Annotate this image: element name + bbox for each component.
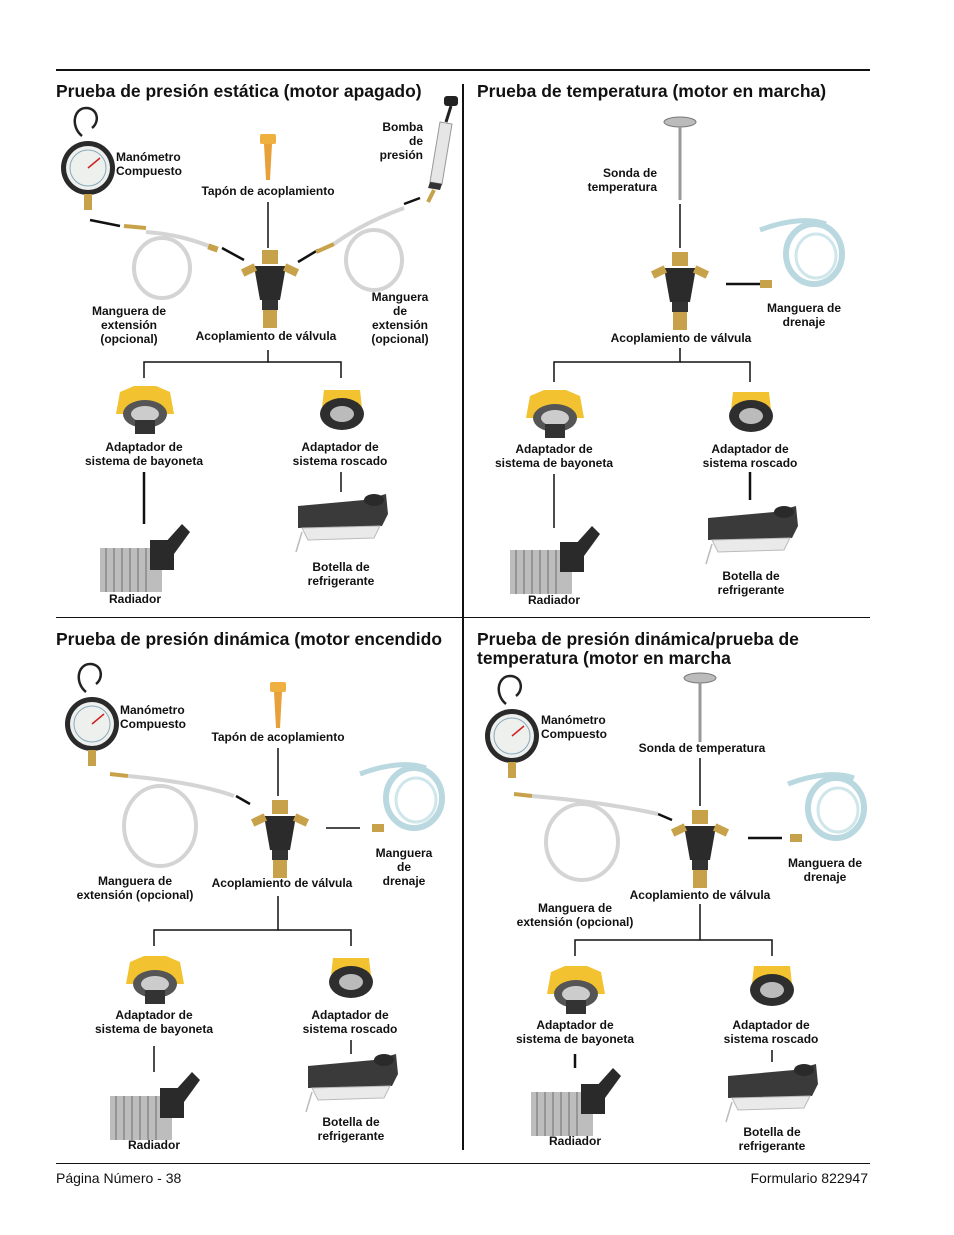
label-probe: Sonda de temperatura <box>638 741 766 755</box>
threaded-adapter-icon <box>729 392 773 432</box>
label-bayonet: Adaptador de sistema de bayoneta <box>94 1008 214 1036</box>
label-cap: Tapón de acoplamiento <box>201 184 335 198</box>
coolant-bottle-icon <box>305 1054 398 1113</box>
radiator-icon <box>110 1072 200 1140</box>
radiator-icon <box>531 1068 621 1136</box>
label-radiator: Radiador <box>527 593 581 607</box>
threaded-adapter-icon <box>750 966 794 1006</box>
radiator-icon <box>100 524 190 592</box>
bayonet-adapter-icon <box>126 956 184 1004</box>
label-threaded: Adaptador de sistema roscado <box>702 442 798 470</box>
label-radiator: Radiador <box>127 1138 181 1152</box>
radiator-icon <box>510 526 600 594</box>
label-threaded: Adaptador de sistema roscado <box>292 440 388 468</box>
label-gauge: Manómetro Compuesto <box>541 713 607 741</box>
drain-hose-icon <box>759 218 845 288</box>
valve-coupler-icon <box>240 250 300 328</box>
label-drain: Manguera de drenaje <box>766 301 842 329</box>
top-rule <box>56 69 870 71</box>
label-drain: Manguera de drenaje <box>375 846 433 888</box>
label-coupler: Acoplamiento de válvula <box>610 331 752 345</box>
label-threaded: Adaptador de sistema roscado <box>723 1018 819 1046</box>
extension-hose-left-icon <box>123 224 219 300</box>
label-bottle: Botella de refrigerante <box>307 560 375 588</box>
label-bayonet: Adaptador de sistema de bayoneta <box>84 440 204 468</box>
section-title-static: Prueba de presión estática (motor apagad… <box>56 81 422 101</box>
bayonet-adapter-icon <box>116 386 174 434</box>
label-probe: Sonda de temperatura <box>587 166 657 194</box>
label-hose-right: Manguera de extensión (opcional) <box>371 290 429 346</box>
coupling-cap-icon <box>270 682 286 728</box>
label-bottle: Botella de refrigerante <box>738 1125 806 1153</box>
label-radiator: Radiador <box>548 1134 602 1148</box>
diagram-dynamic-temp: Manómetro Compuesto Sonda de temperatura… <box>485 672 867 1153</box>
valve-coupler-icon <box>250 800 310 878</box>
label-gauge: Manómetro Compuesto <box>120 703 186 731</box>
extension-hose-icon <box>109 772 235 868</box>
threaded-adapter-icon <box>329 958 373 998</box>
compound-gauge-icon <box>61 106 115 210</box>
section-title-dynamic-temp: Prueba de presión dinámica/prueba de tem… <box>477 629 799 668</box>
label-bottle: Botella de refrigerante <box>317 1115 385 1143</box>
label-cap: Tapón de acoplamiento <box>211 730 345 744</box>
diagram-temperature: Sonda de temperatura Acoplamiento de vál… <box>0 0 954 617</box>
footer-page-number: Página Número - 38 <box>56 1170 182 1186</box>
label-radiator: Radiador <box>108 592 162 606</box>
coolant-bottle-icon <box>295 494 388 553</box>
label-hose: Manguera de extensión (opcional) <box>516 901 634 929</box>
coupling-cap-icon <box>260 134 276 180</box>
compound-gauge-icon <box>65 662 119 766</box>
diagram-static: Manómetro Compuesto Manguera de extensió… <box>0 0 462 617</box>
diagram-static-lines <box>89 196 421 524</box>
footer-form-number: Formulario 822947 <box>750 1170 868 1186</box>
drain-hose-icon <box>787 772 867 842</box>
coolant-bottle-icon <box>705 506 798 565</box>
label-coupler: Acoplamiento de válvula <box>629 888 771 902</box>
label-bottle: Botella de refrigerante <box>717 569 785 597</box>
extension-hose-right-icon <box>315 206 405 292</box>
bayonet-adapter-icon <box>547 966 605 1014</box>
label-bayonet: Adaptador de sistema de bayoneta <box>494 442 614 470</box>
label-hose: Manguera de extensión (opcional) <box>76 874 194 902</box>
label-bayonet: Adaptador de sistema de bayoneta <box>515 1018 635 1046</box>
threaded-adapter-icon <box>320 390 364 430</box>
temperature-probe-icon <box>663 116 697 200</box>
compound-gauge-icon <box>485 674 539 778</box>
bayonet-adapter-icon <box>526 390 584 438</box>
bottom-rule <box>56 1163 870 1164</box>
drain-hose-icon <box>359 762 445 832</box>
label-pump: Bomba de presión <box>379 120 423 162</box>
extension-hose-icon <box>513 792 659 882</box>
label-coupler: Acoplamiento de válvula <box>195 329 337 343</box>
diagram-dynamic-temp-lines <box>573 758 782 1068</box>
label-hose-left: Manguera de extensión (opcional) <box>91 304 167 346</box>
label-gauge: Manómetro Compuesto <box>116 150 182 178</box>
section-title-temperature: Prueba de temperatura (motor en marcha) <box>477 81 827 101</box>
valve-coupler-icon <box>650 252 710 330</box>
diagram-dynamic: Manómetro Compuesto Tapón de acoplamient… <box>0 0 462 1163</box>
diagram-temperature-lines <box>553 204 762 528</box>
temperature-probe-icon <box>683 672 717 742</box>
coolant-bottle-icon <box>725 1064 818 1123</box>
valve-coupler-icon <box>670 810 730 888</box>
middle-rule <box>56 617 870 618</box>
section-title-dynamic: Prueba de presión dinámica (motor encend… <box>56 629 443 649</box>
label-drain: Manguera de drenaje <box>787 856 863 884</box>
diagram-dynamic-lines <box>153 748 360 1072</box>
label-coupler: Acoplamiento de válvula <box>211 876 353 890</box>
pressure-pump-icon <box>426 96 458 203</box>
label-threaded: Adaptador de sistema roscado <box>302 1008 398 1036</box>
